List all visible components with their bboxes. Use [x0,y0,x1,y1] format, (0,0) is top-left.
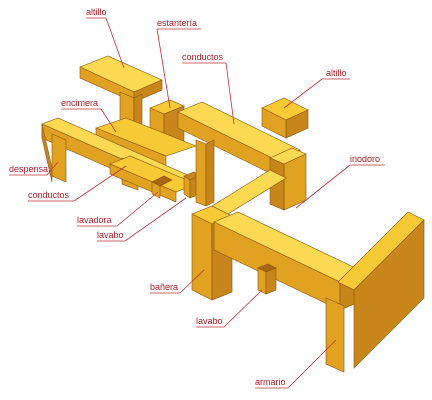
label-banera: bañera [150,269,205,294]
post-center [195,139,215,207]
label-conductos-left: conductos [28,165,127,202]
label-encimera: encimera [61,98,117,133]
label-conductos-top: conductos [182,52,235,125]
svg-text:conductos: conductos [182,52,224,62]
svg-text:encimera: encimera [61,98,98,108]
label-altillo-right: altillo [283,68,350,109]
svg-text:lavadora: lavadora [77,215,112,225]
svg-text:estantería: estantería [157,18,197,28]
svg-text:altillo: altillo [86,7,107,17]
label-estanteria: estantería [156,18,201,109]
upper-right-frame [269,147,307,211]
label-despensa: despensa [9,161,59,176]
label-altillo-top: altillo [86,7,125,69]
svg-text:bañera: bañera [150,282,178,292]
svg-text:armario: armario [255,377,286,387]
label-lavabo-lower: lavabo [196,289,263,328]
armario-block [325,211,425,373]
svg-text:lavabo: lavabo [196,316,223,326]
svg-text:altillo: altillo [326,68,347,78]
label-lavabo-upper: lavabo [97,197,187,242]
svg-text:lavabo: lavabo [97,230,124,240]
label-armario: armario [255,339,337,389]
label-inodoro: inodoro [295,154,385,209]
altillo-right-block [261,97,309,139]
wooden-model [41,55,425,373]
svg-text:conductos: conductos [28,190,70,200]
lavabo-block-lower [257,263,277,295]
label-lavadora: lavadora [77,191,159,227]
svg-text:despensa: despensa [9,164,48,174]
lower-long-beam [213,211,365,311]
svg-text:inodoro: inodoro [350,154,380,164]
